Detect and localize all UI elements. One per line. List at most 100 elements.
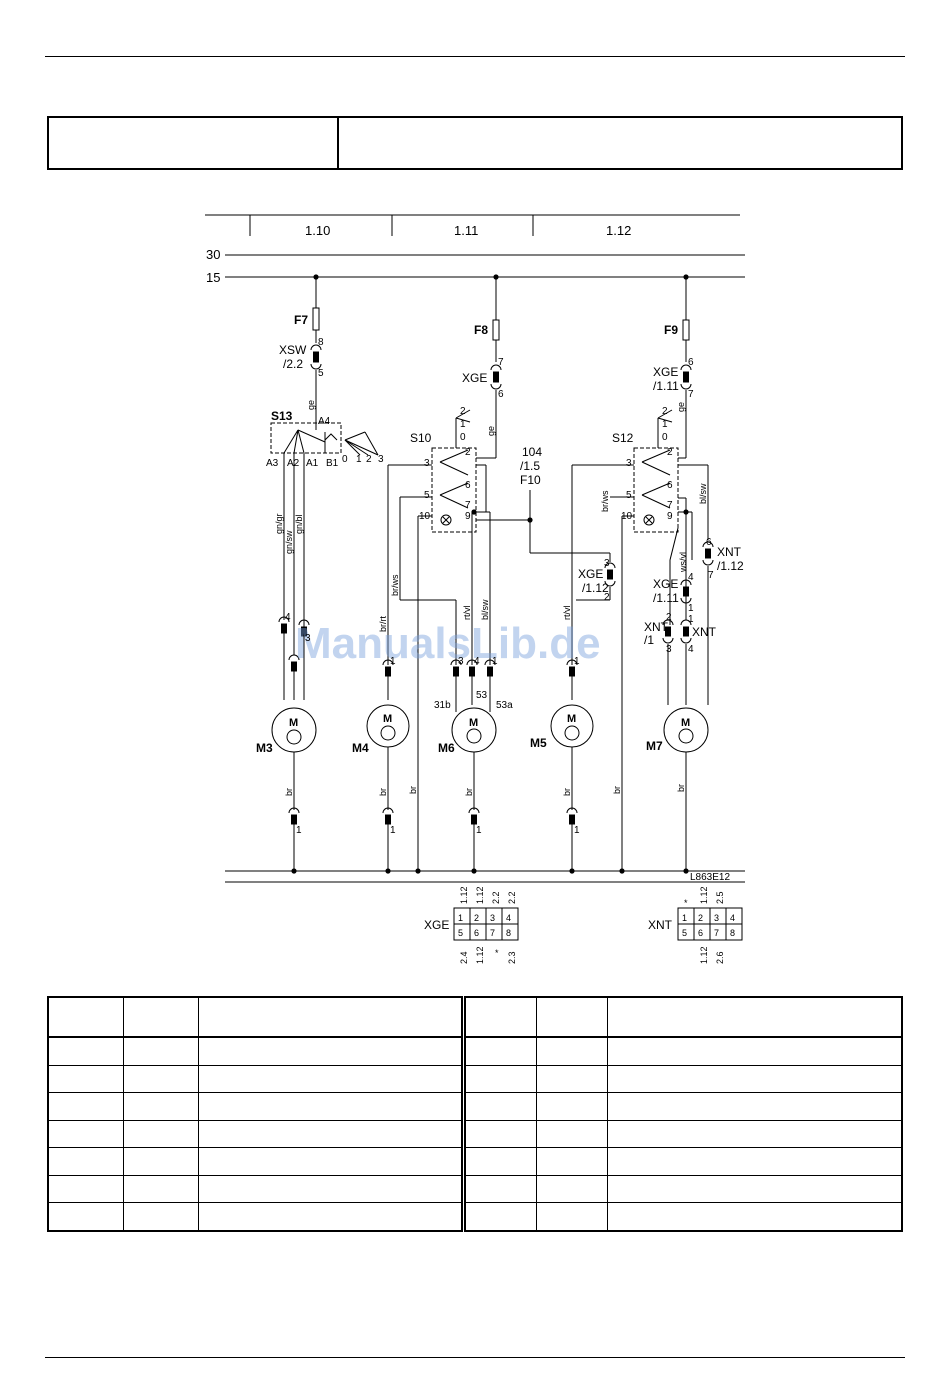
wire-blsw-1: bl/sw bbox=[480, 599, 490, 620]
wiring-diagram: 1.10 1.11 1.12 30 15 F7 F8 F9 S13 M3 M4 … bbox=[205, 214, 745, 964]
wire-rtvi-1: rt/vl bbox=[462, 606, 472, 621]
legend-row bbox=[47, 1147, 903, 1176]
f10-num: 104 bbox=[522, 445, 542, 459]
switch-s12-label: S12 bbox=[612, 431, 634, 445]
xnt-cell-8: 8 bbox=[730, 928, 735, 938]
xge3-pin-a: 3 bbox=[604, 558, 610, 569]
xge-bottom-3: * bbox=[495, 948, 499, 958]
fuse-f7-label: F7 bbox=[294, 313, 308, 327]
plug-pin-3: 3 bbox=[305, 633, 311, 644]
xnt-cell-1: 1 bbox=[682, 913, 687, 923]
legend-cell bbox=[123, 996, 199, 1038]
wire-br-m5: br bbox=[562, 788, 572, 796]
m3-symbol: M bbox=[289, 717, 298, 729]
bottom-rule bbox=[45, 1357, 905, 1358]
xnt-cell-2: 2 bbox=[698, 913, 703, 923]
wire-brws-2: br/ws bbox=[600, 490, 610, 512]
s10-pos-0: 0 bbox=[460, 432, 466, 443]
legend-row bbox=[47, 1036, 903, 1066]
gnd-pin-m6: 1 bbox=[476, 825, 482, 836]
f10-ref: /1.5 bbox=[520, 459, 540, 473]
wire-br-s10: br bbox=[408, 786, 418, 794]
s10-pin-5: 5 bbox=[424, 490, 430, 501]
xsw-pin-b: 5 bbox=[318, 368, 324, 379]
xge-top-1: 1.12 bbox=[459, 886, 469, 904]
xnt1-pin-a: 6 bbox=[706, 537, 712, 548]
motor-m4-label: M4 bbox=[352, 741, 369, 755]
xnt3-pin-a: 2 bbox=[666, 612, 672, 623]
plug-pin-4: 4 bbox=[285, 612, 291, 623]
legend-cell bbox=[607, 996, 903, 1038]
motor-m6-label: M6 bbox=[438, 741, 455, 755]
wire-gnsw: gn/sw bbox=[284, 530, 294, 554]
s10-pin-10: 10 bbox=[419, 511, 431, 522]
xge1-pin-a: 7 bbox=[498, 357, 504, 368]
xnt1-label: XNT bbox=[717, 545, 742, 559]
s13-pos-1: 1 bbox=[356, 454, 362, 465]
top-rule bbox=[45, 56, 905, 57]
s12-pin-10: 10 bbox=[621, 511, 633, 522]
s12-pin-7: 7 bbox=[667, 500, 673, 511]
s10-pin-7: 7 bbox=[465, 500, 471, 511]
m5-symbol: M bbox=[567, 713, 576, 725]
wire-blsw-2: bl/sw bbox=[698, 483, 708, 504]
s13-pin-b1: B1 bbox=[326, 458, 339, 469]
m6-pin-4: 4 bbox=[474, 656, 480, 667]
wire-ge-2: ge bbox=[486, 426, 496, 436]
s10-pin-2: 2 bbox=[465, 447, 471, 458]
s13-pin-a3: A3 bbox=[266, 458, 279, 469]
xge-cell-4: 4 bbox=[506, 913, 511, 923]
s13-pos-3: 3 bbox=[378, 454, 384, 465]
wire-br-m3: br bbox=[284, 788, 294, 796]
xge-top-2: 1.12 bbox=[475, 886, 485, 904]
wire-gnbl: gn/bl bbox=[294, 514, 304, 534]
s13-pos-0: 0 bbox=[342, 454, 348, 465]
m7-symbol: M bbox=[681, 717, 690, 729]
xnt1-pin-b: 7 bbox=[708, 570, 714, 581]
xnt2-label: XNT bbox=[644, 620, 669, 634]
s13-pin-a2: A2 bbox=[287, 458, 300, 469]
xnt-cell-4: 4 bbox=[730, 913, 735, 923]
m5-pin: 1 bbox=[574, 656, 580, 667]
xge-bottom-4: 2.3 bbox=[507, 951, 517, 964]
gnd-pin-m3: 1 bbox=[296, 825, 302, 836]
rail-15-label: 15 bbox=[206, 270, 220, 285]
xnt-bottom-1: 1.12 bbox=[699, 946, 709, 964]
m6-pin-53a: 53a bbox=[496, 700, 513, 711]
fuse-f9-label: F9 bbox=[664, 323, 678, 337]
switch-s10-label: S10 bbox=[410, 431, 432, 445]
figure-code: L863E12 bbox=[690, 872, 730, 883]
switch-s13-label: S13 bbox=[271, 409, 293, 423]
legend-row bbox=[47, 1202, 903, 1231]
wire-ge-3: ge bbox=[676, 402, 686, 412]
xnt3-pin-b: 3 bbox=[666, 644, 672, 655]
s10-pos-1: 1 bbox=[460, 419, 466, 430]
legend-cell bbox=[536, 996, 608, 1038]
xnt2-ref: /1 bbox=[644, 633, 654, 647]
col-label-2: 1.11 bbox=[454, 223, 478, 238]
xge3-ref: /1.12 bbox=[582, 581, 609, 595]
m6-pin-1: 1 bbox=[492, 656, 498, 667]
legend-cell bbox=[198, 996, 466, 1038]
legend-row bbox=[47, 1174, 903, 1203]
s13-pin-a4: A4 bbox=[318, 416, 331, 427]
xge-bottom-2: 1.12 bbox=[475, 946, 485, 964]
xge4-ref: /1.11 bbox=[653, 591, 679, 605]
s10-pos-2: 2 bbox=[460, 406, 466, 417]
xnt2-pin-b: 4 bbox=[688, 644, 694, 655]
xnt-top-1: * bbox=[684, 898, 688, 908]
xge1-pin-b: 6 bbox=[498, 389, 504, 400]
s10-pin-6: 6 bbox=[465, 480, 471, 491]
wire-br-m6: br bbox=[464, 788, 474, 796]
s12-pin-3: 3 bbox=[626, 458, 632, 469]
xge-cell-3: 3 bbox=[490, 913, 495, 923]
wire-brws-1: br/ws bbox=[390, 574, 400, 596]
xnt-cell-6: 6 bbox=[698, 928, 703, 938]
xsw-ref: /2.2 bbox=[283, 357, 303, 371]
fuse-f8-label: F8 bbox=[474, 323, 488, 337]
xge4-pin-a: 4 bbox=[688, 572, 694, 583]
legend-cell bbox=[47, 996, 124, 1038]
col-label-3: 1.12 bbox=[606, 223, 631, 238]
legend-table bbox=[47, 996, 903, 1232]
f10-label: F10 bbox=[520, 473, 541, 487]
